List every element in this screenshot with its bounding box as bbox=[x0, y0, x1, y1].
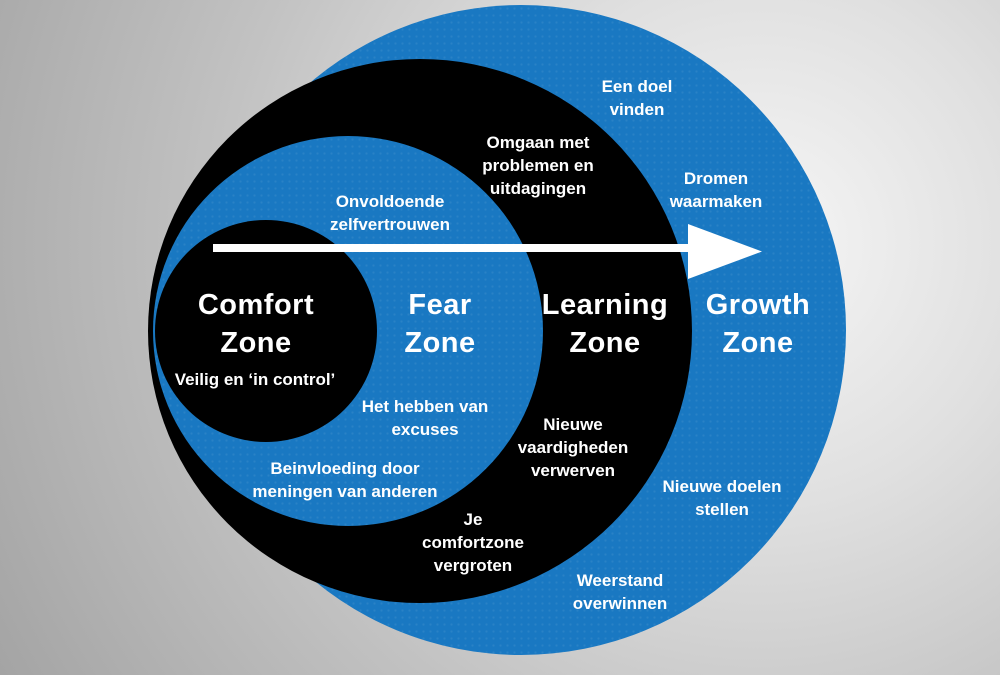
label-onvoldoende-zelfvertrouwen: Onvoldoende zelfvertrouwen bbox=[330, 192, 450, 234]
fear-zone-title: Fear Zone bbox=[404, 289, 476, 359]
arrow-shaft bbox=[213, 244, 699, 252]
label-je-comfortzone-vergroten: Je comfortzone vergroten bbox=[422, 510, 524, 575]
label-dromen-waarmaken: Dromen waarmaken bbox=[669, 169, 763, 211]
comfort-zone-circle bbox=[155, 220, 377, 442]
label-beinvloeding-door-meningen: Beinvloeding door meningen van anderen bbox=[252, 459, 438, 501]
label-nieuwe-doelen-stellen: Nieuwe doelen stellen bbox=[662, 477, 782, 519]
learning-zone-title: Learning Zone bbox=[541, 289, 669, 359]
label-veilig-en-in-control: Veilig en ‘in control’ bbox=[174, 370, 336, 389]
growth-zone-title: Growth Zone bbox=[705, 289, 811, 359]
label-omgaan-met-problemen: Omgaan met problemen en uitdagingen bbox=[482, 133, 594, 198]
label-weerstand-overwinnen: Weerstand overwinnen bbox=[572, 571, 668, 613]
label-nieuwe-vaardigheden: Nieuwe vaardigheden verwerven bbox=[517, 415, 629, 480]
comfort-zone-title: Comfort Zone bbox=[197, 289, 315, 359]
label-het-hebben-van-excuses: Het hebben van excuses bbox=[361, 397, 489, 439]
label-een-doel-vinden: Een doel vinden bbox=[601, 77, 673, 119]
